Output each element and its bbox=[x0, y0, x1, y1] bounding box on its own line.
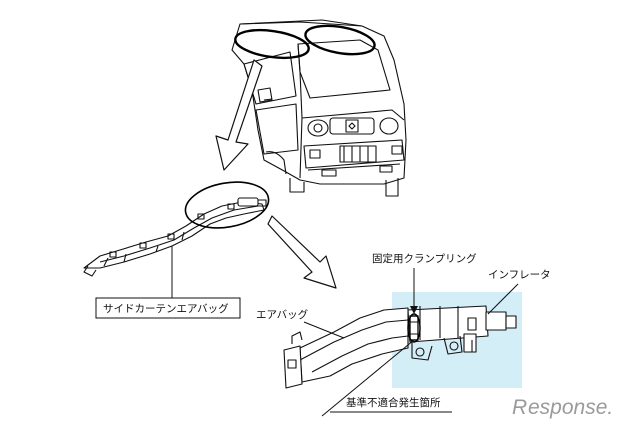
clamp-ring-label: 固定用クランプリング bbox=[372, 252, 477, 265]
clamp-ring-arrowhead bbox=[410, 306, 418, 314]
side-curtain-airbag-illustration bbox=[83, 197, 267, 277]
response-watermark: R esponse. bbox=[512, 396, 613, 419]
inflator-label: インフレータ bbox=[488, 269, 551, 281]
roof-highlight-ellipses bbox=[234, 24, 376, 60]
arrow-to-detail bbox=[267, 215, 337, 289]
nonconformity-leader bbox=[321, 339, 415, 417]
side-airbag-label-box bbox=[95, 297, 241, 319]
detail-ellipse bbox=[184, 181, 270, 229]
airbag-label: エアバッグ bbox=[256, 308, 309, 321]
inflator-detail-illustration bbox=[283, 305, 517, 389]
highlight-ellipse-left bbox=[234, 28, 310, 60]
inflator-leader bbox=[487, 283, 519, 315]
arrow-vehicle-to-airbag bbox=[215, 59, 263, 171]
highlight-ellipse-right bbox=[304, 24, 376, 56]
nonconformity-label: 基準不適合発生箇所 bbox=[346, 396, 441, 409]
side-airbag-label: サイドカーテンエアバッグ bbox=[103, 302, 229, 315]
watermark-logo-letter: R bbox=[512, 396, 527, 419]
watermark-text: esponse. bbox=[528, 396, 613, 419]
vehicle-illustration bbox=[231, 19, 407, 197]
airbag-leader bbox=[303, 321, 345, 339]
